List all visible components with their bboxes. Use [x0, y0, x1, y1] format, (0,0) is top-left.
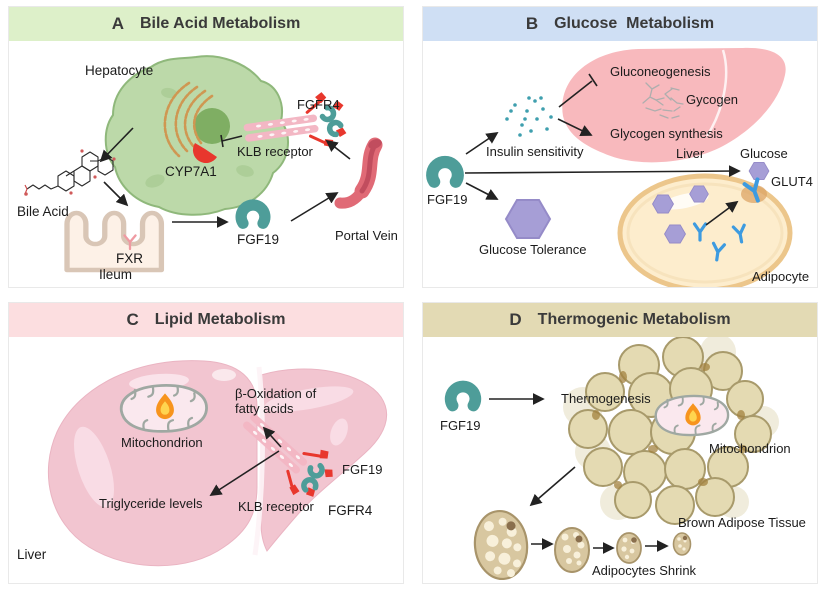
panel-b-header: B Glucose Metabolism — [423, 7, 817, 41]
panel-a-letter: A — [111, 14, 124, 33]
hepatocyte-label: Hepatocyte — [85, 63, 154, 78]
mitochondrion-label: Mitochondrion — [709, 441, 791, 456]
gluconeogenesis-label: Gluconeogenesis — [610, 64, 711, 79]
glucose-hexagon-icon — [652, 194, 674, 214]
panel-d-title: Thermogenic Metabolism — [537, 311, 731, 328]
glucose-hexagon-icon — [689, 185, 709, 203]
beta-oxidation-label: β-Oxidation of fatty acids — [235, 386, 317, 416]
panel-b-body: Gluconeogenesis Gycogen Glycogen synthes… — [423, 41, 817, 287]
panel-bile-acid-metabolism: A Bile Acid Metabolism — [8, 6, 404, 288]
portal-vein-icon — [334, 137, 383, 209]
panel-glucose-metabolism: B Glucose Metabolism — [422, 6, 818, 288]
panel-lipid-metabolism: C Lipid Metabolism — [8, 302, 404, 584]
fgf19-protein-icon — [451, 386, 476, 405]
fgf19-label: FGF19 — [342, 462, 383, 477]
fgf19-protein-icon — [241, 205, 265, 223]
panel-b-letter: B — [525, 14, 539, 33]
panel-thermogenic-metabolism: D Thermogenic Metabolism — [422, 302, 818, 584]
panel-c-letter: C — [126, 310, 139, 329]
panel-b-title: Glucose Metabolism — [554, 15, 715, 32]
bile-acid-label: Bile Acid — [17, 204, 69, 219]
glucose-label: Glucose — [740, 146, 788, 161]
glucose-tolerance-hexagon-icon — [505, 199, 551, 239]
panel-c-body: Mitochondrion β-Oxidation of fatty acids… — [9, 337, 403, 583]
fgf19-protein-icon — [432, 162, 458, 182]
klb-receptor-label: KLB receptor — [237, 144, 313, 159]
mitochondrion-label: Mitochondrion — [121, 435, 203, 450]
panel-d-header: D Thermogenic Metabolism — [423, 303, 817, 337]
panel-a-title: Bile Acid Metabolism — [139, 15, 301, 32]
insulin-sensitivity-label: Insulin sensitivity — [486, 144, 584, 159]
panel-a-body: Hepatocyte FGFR4 KLB receptor CYP7A1 Bil… — [9, 41, 403, 287]
panel-b-diagram — [423, 47, 793, 287]
thermogenesis-label: Thermogenesis — [561, 391, 651, 406]
fxr-receptor-icon — [123, 234, 137, 251]
fgfr4-label: FGFR4 — [297, 97, 340, 112]
glucose-hexagon-icon — [664, 224, 686, 244]
glut4-label: GLUT4 — [771, 174, 813, 189]
adipocytes-shrink-label: Adipocytes Shrink — [592, 563, 697, 578]
pathway-arrows — [464, 73, 741, 226]
shrinking-adipocytes-icon — [473, 509, 692, 581]
brown-adipose-tissue-label: Brown Adipose Tissue — [678, 515, 806, 530]
panel-d-body: FGF19 Thermogenesis Mitochondrion Brown … — [423, 337, 817, 583]
hepatocyte-cell-icon — [104, 55, 289, 216]
adipocyte-label: Adipocyte — [752, 269, 810, 284]
glycogen-synthesis-label: Glycogen synthesis — [610, 126, 723, 141]
fxr-label: FXR — [116, 251, 143, 266]
pathway-arrows — [99, 127, 351, 228]
glycogen-structure-icon — [642, 82, 684, 119]
panel-a-diagram — [24, 55, 383, 273]
panel-c-title: Lipid Metabolism — [154, 311, 286, 328]
bile-acid-structure-icon — [24, 149, 116, 196]
pathway-arrows — [489, 393, 669, 554]
endoplasmic-reticulum-icon — [163, 81, 214, 158]
liver-icon — [47, 360, 388, 567]
fgf19-label: FGF19 — [237, 232, 280, 247]
liver-label: Liver — [17, 547, 47, 562]
klb-receptor-label: KLB receptor — [238, 499, 314, 514]
panel-a-header: A Bile Acid Metabolism — [9, 7, 403, 41]
pathway-arrows — [209, 426, 282, 496]
panel-c-header: C Lipid Metabolism — [9, 303, 403, 337]
insulin-sensitivity-dots-icon — [505, 96, 553, 137]
glucose-hexagon-icon — [748, 161, 770, 181]
cyp7a1-enzyme-icon — [192, 143, 217, 164]
portal-vein-label: Portal Vein — [335, 228, 398, 243]
cyp7a1-label: CYP7A1 — [165, 164, 217, 179]
panel-d-diagram — [423, 337, 779, 581]
panel-d-letter: D — [509, 310, 522, 329]
fgf19-label: FGF19 — [440, 418, 481, 433]
fgf19-label: FGF19 — [427, 192, 468, 207]
liver-icon — [562, 47, 786, 163]
fgfr4-label: FGFR4 — [328, 503, 373, 518]
liver-label: Liver — [676, 146, 705, 161]
ileum-label: Ileum — [99, 267, 133, 282]
triglyceride-levels-label: Triglyceride levels — [99, 496, 203, 511]
panel-c-diagram — [47, 360, 388, 567]
glucose-tolerance-label: Glucose Tolerance — [479, 242, 587, 257]
ileum-icon — [64, 210, 165, 273]
glycogen-label: Gycogen — [686, 92, 739, 107]
